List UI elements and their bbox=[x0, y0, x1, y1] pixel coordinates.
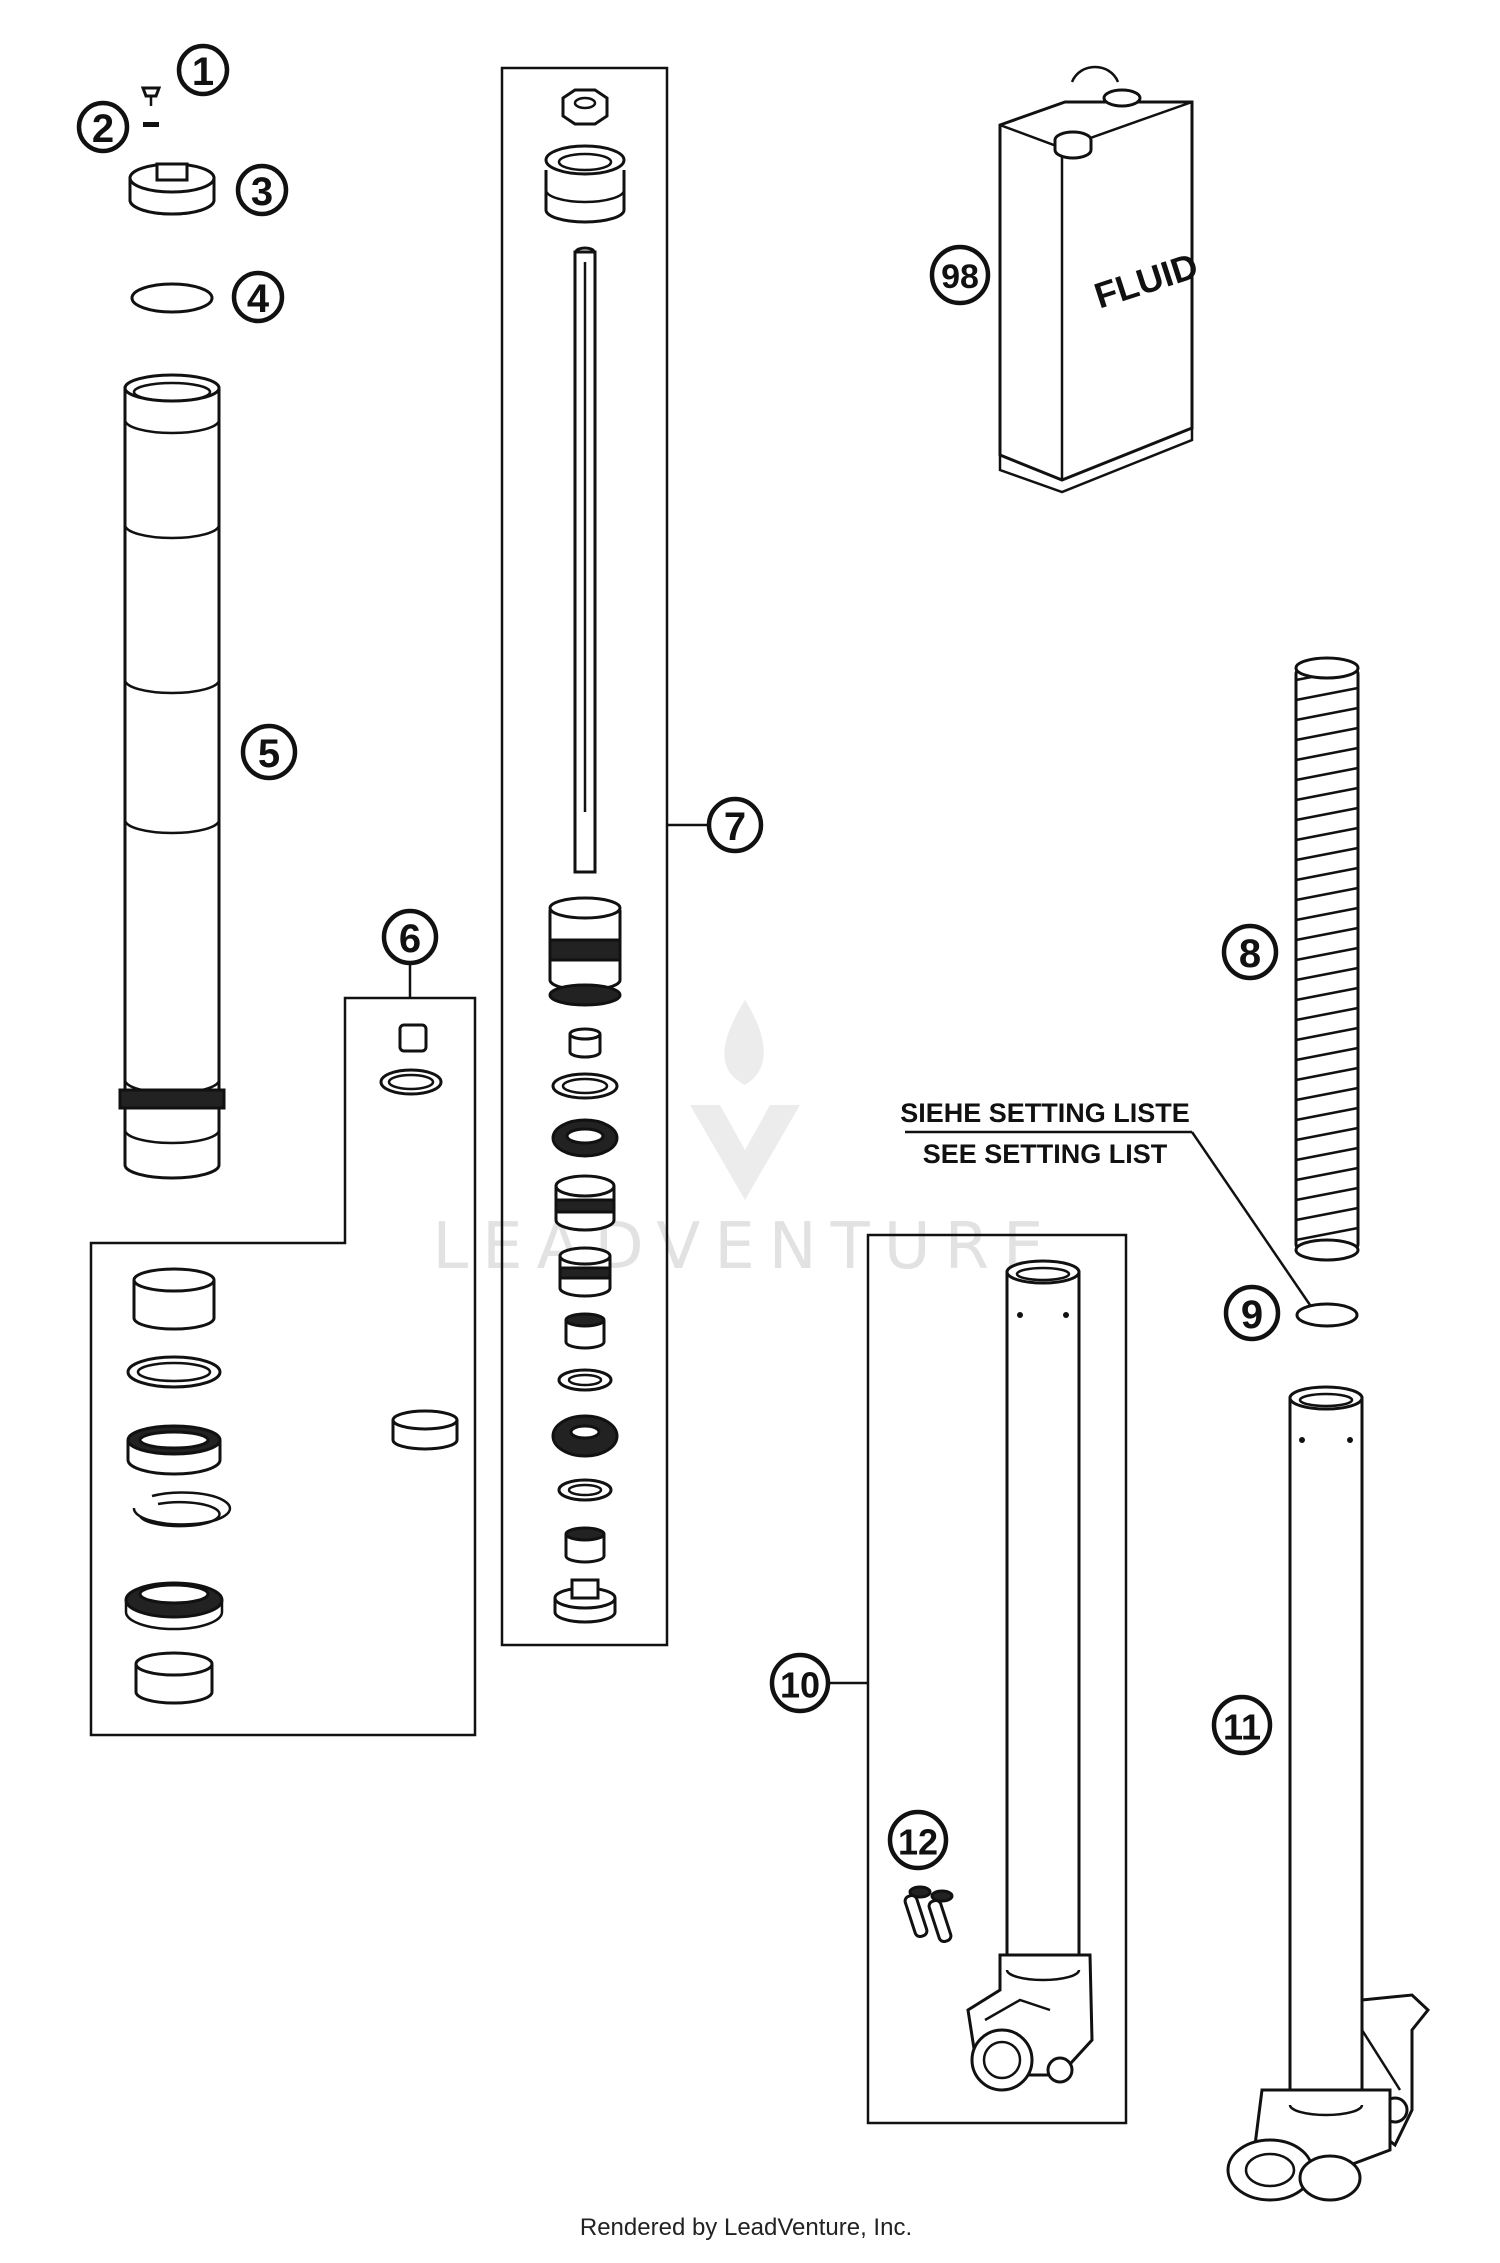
svg-text:98: 98 bbox=[941, 258, 979, 296]
setting-note-en: SEE SETTING LIST bbox=[923, 1139, 1168, 1169]
frame-cartridge-7 bbox=[500, 66, 669, 1647]
callout-7: 7 bbox=[706, 796, 764, 854]
footer-credit: Rendered by LeadVenture, Inc. bbox=[580, 2214, 912, 2241]
svg-text:7: 7 bbox=[724, 805, 746, 849]
svg-text:11: 11 bbox=[1223, 1707, 1261, 1748]
svg-text:9: 9 bbox=[1241, 1293, 1263, 1337]
callout-12: 12 bbox=[887, 1809, 949, 1871]
callout-9: 9 bbox=[1223, 1284, 1281, 1342]
svg-text:5: 5 bbox=[258, 732, 280, 776]
svg-text:1: 1 bbox=[192, 50, 214, 94]
part-cartridge-assembly-7 bbox=[544, 88, 626, 1624]
part-fork-fluid-can-98: FLUID bbox=[998, 65, 1203, 494]
svg-text:6: 6 bbox=[399, 917, 421, 961]
callout-10: 10 bbox=[769, 1652, 831, 1714]
svg-text:2: 2 bbox=[92, 107, 114, 151]
part-inner-tube-10 bbox=[966, 1259, 1094, 2092]
callout-8: 8 bbox=[1221, 923, 1279, 981]
part-fork-cap-3 bbox=[128, 162, 216, 216]
frame-inner-tube-assembly-10 bbox=[866, 1233, 1128, 2125]
part-bleed-screws-12 bbox=[903, 1885, 954, 1944]
svg-text:4: 4 bbox=[247, 277, 270, 321]
svg-text:8: 8 bbox=[1239, 932, 1261, 976]
callout-3: 3 bbox=[235, 163, 289, 217]
callout-11: 11 bbox=[1211, 1694, 1273, 1756]
part-seal-kit-items-6 bbox=[124, 1023, 459, 1705]
part-o-ring-4 bbox=[130, 282, 214, 314]
setting-note: SIEHE SETTING LISTE SEE SETTING LIST bbox=[900, 1098, 1312, 1306]
svg-text:12: 12 bbox=[898, 1822, 938, 1863]
callout-4: 4 bbox=[231, 270, 285, 324]
watermark: LEADVENTURE bbox=[433, 1000, 1058, 1284]
svg-text:10: 10 bbox=[780, 1665, 820, 1706]
part-screw-1 bbox=[140, 86, 162, 106]
callout-5: 5 bbox=[240, 723, 298, 781]
part-spring-washer-9 bbox=[1295, 1302, 1359, 1328]
callout-1: 1 bbox=[176, 43, 230, 97]
setting-note-de: SIEHE SETTING LISTE bbox=[900, 1098, 1190, 1128]
svg-text:3: 3 bbox=[251, 170, 273, 214]
callout-2: 2 bbox=[76, 100, 130, 154]
callout-6: 6 bbox=[381, 908, 439, 966]
frame-seal-kit-6 bbox=[89, 996, 477, 1737]
part-washer-2 bbox=[143, 122, 159, 127]
part-outer-tube-5 bbox=[118, 373, 226, 1180]
watermark-text: LEADVENTURE bbox=[433, 1210, 1058, 1284]
part-inner-tube-11 bbox=[1226, 1385, 1431, 2202]
part-fork-spring-8 bbox=[1294, 656, 1360, 1262]
callout-98: 98 bbox=[929, 244, 991, 306]
